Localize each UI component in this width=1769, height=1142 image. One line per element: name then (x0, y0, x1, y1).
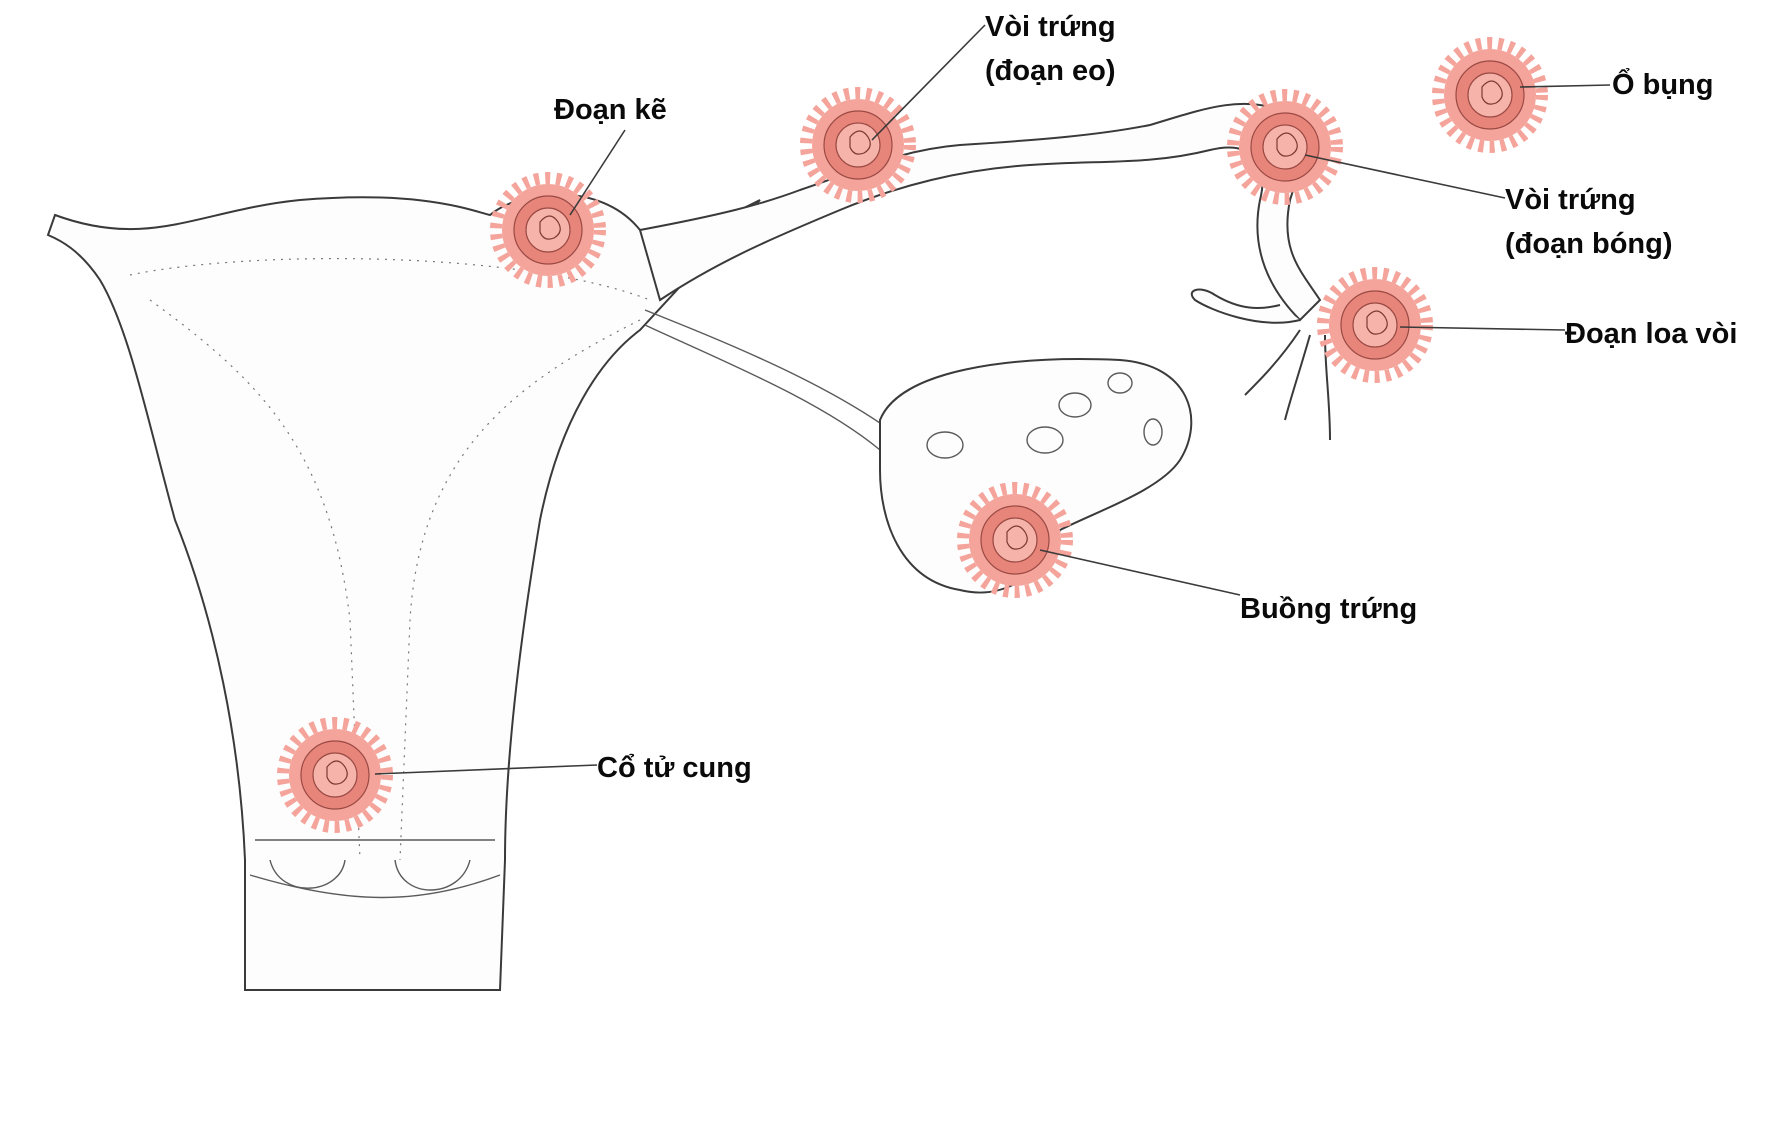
label-ampulla: Vòi trứng (đoạn bóng) (1505, 178, 1673, 266)
leader-ampulla (1304, 154, 1506, 199)
label-isthmus-line2: (đoạn eo) (985, 55, 1116, 87)
ovarian-follicles (926, 372, 1163, 459)
fallopian-tube (638, 102, 1322, 322)
label-abdominal: Ổ bụng (1612, 69, 1714, 101)
leader-isthmus (871, 24, 986, 141)
label-infundibulum: Đoạn loa vòi (1565, 318, 1738, 350)
embryo-infundibulum (1323, 273, 1427, 377)
uterine-cavity (129, 257, 651, 861)
label-isthmus: Vòi trứng (đoạn eo) (985, 5, 1116, 93)
label-isthmus-line1: Vòi trứng (985, 11, 1116, 43)
ovarian-ligament (644, 309, 891, 451)
label-ovary: Buồng trứng (1240, 593, 1418, 625)
embryo-abdominal (1438, 43, 1542, 147)
leader-interstitial (569, 129, 626, 216)
vagina-top (249, 839, 501, 899)
label-interstitial: Đoạn kẽ (554, 94, 667, 126)
fimbriae (1190, 288, 1331, 441)
leader-cervix (374, 764, 598, 775)
leader-abdominal (1519, 84, 1611, 88)
label-ampulla-line1: Vòi trứng (1505, 184, 1636, 216)
leader-ovary (1039, 549, 1241, 596)
label-cervix: Cổ tử cung (597, 752, 752, 784)
uterus-body (46, 193, 761, 991)
cervical-canal (269, 859, 471, 891)
label-ampulla-line2: (đoạn bóng) (1505, 228, 1673, 260)
leader-infundibulum (1399, 326, 1566, 331)
